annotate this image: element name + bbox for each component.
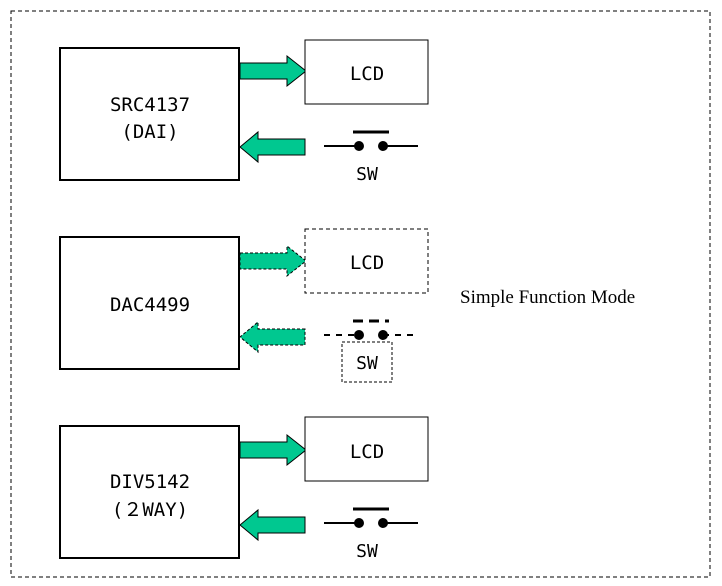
switch-icon [324, 130, 418, 151]
arrow-from-sw-icon [239, 130, 306, 164]
block-src4137: SRC4137 (DAI) LCD SW [59, 39, 429, 185]
lcd-label: LCD [350, 252, 384, 274]
sw-label: SW [356, 164, 378, 185]
sw-box-dashed [341, 341, 393, 383]
outer-dashed-border [10, 10, 711, 578]
device-name-dac4499: DAC4499 [110, 294, 190, 316]
device-name-src4137: SRC4137 [110, 94, 190, 116]
switch-dashed-icon [324, 319, 418, 340]
dashed-arrow-to-lcd-icon [239, 244, 307, 278]
block-div5142: DIV5142 (２WAY) LCD SW [59, 416, 429, 562]
lcd-box-dashed [304, 228, 429, 294]
device-name-div5142: DIV5142 [110, 471, 190, 493]
lcd-label: LCD [350, 441, 384, 463]
block-dac4499: DAC4499 LCD SW [59, 228, 429, 383]
dashed-arrow-from-sw-icon [239, 320, 306, 354]
device-box-src4137 [59, 47, 240, 181]
device-box-dac4499 [59, 236, 240, 370]
arrow-from-sw-icon [239, 508, 306, 542]
sw-label: SW [356, 353, 378, 374]
sw-label: SW [356, 541, 378, 562]
lcd-box [304, 39, 429, 105]
arrow-to-lcd-icon [239, 54, 307, 88]
lcd-box [304, 416, 429, 482]
arrow-to-lcd-icon [239, 433, 307, 467]
mode-label: Simple Function Mode [460, 287, 635, 308]
device-subname-src4137: (DAI) [121, 121, 178, 143]
device-box-div5142 [59, 425, 240, 559]
lcd-label: LCD [350, 63, 384, 85]
switch-icon [324, 507, 418, 528]
device-subname-div5142: (２WAY) [112, 499, 188, 521]
